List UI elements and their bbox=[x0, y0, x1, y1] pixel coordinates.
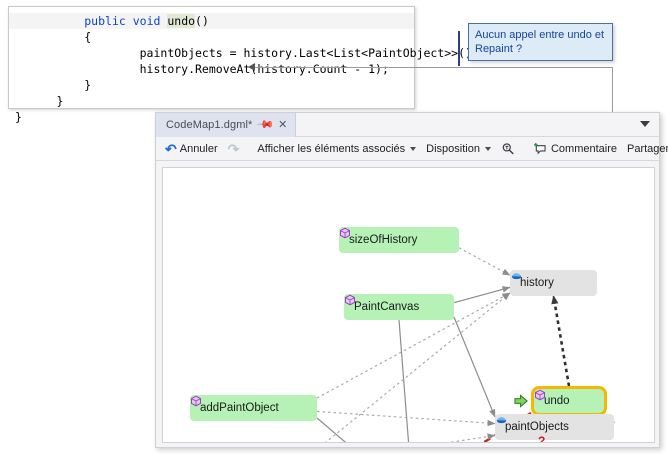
layout-button[interactable]: Disposition bbox=[421, 141, 496, 157]
graph-edge-sizeOfHistory-to-history[interactable] bbox=[458, 247, 511, 276]
show-related-elements-label: Afficher les éléments associés bbox=[257, 142, 406, 155]
callout-leader-arrow-icon bbox=[248, 63, 255, 71]
share-label: Partager bbox=[627, 142, 668, 155]
filter-button[interactable] bbox=[496, 140, 520, 158]
code-line: { bbox=[15, 30, 92, 44]
graph-node-label: paintObjects bbox=[505, 421, 569, 433]
comment-button[interactable]: Commentaire bbox=[528, 140, 622, 158]
graph-node-label: history bbox=[520, 277, 554, 289]
graph-node-undo[interactable]: undo bbox=[531, 386, 607, 416]
graph-edge-undo-to-history[interactable] bbox=[551, 295, 571, 387]
code-line: history.RemoveAt(history.Count - 1); bbox=[15, 62, 389, 76]
comment-add-icon bbox=[533, 142, 546, 154]
redo-button[interactable]: ↷ bbox=[223, 140, 245, 158]
graph-node-history[interactable]: history bbox=[510, 270, 597, 296]
graph-edge-addPaintObject-to-paintObjects[interactable] bbox=[316, 410, 496, 427]
graph-node-addPaintObject[interactable]: addPaintObject bbox=[190, 395, 317, 421]
annotation-callout: Aucun appel entre undo et Repaint ? bbox=[468, 23, 613, 61]
layout-label: Disposition bbox=[426, 142, 480, 155]
graph-edge-clear-to-paintObjects[interactable] bbox=[299, 433, 496, 443]
graph-edge-clear-to-history[interactable] bbox=[299, 292, 511, 443]
chevron-down-icon[interactable] bbox=[640, 121, 650, 127]
graph-node-label: sizeOfHistory bbox=[349, 234, 418, 246]
code-line: public void undo() bbox=[9, 13, 414, 29]
graph-edge-addPaintObject-to-Repaint[interactable] bbox=[316, 417, 371, 443]
callout-leader-horizontal bbox=[253, 67, 613, 68]
show-related-elements-button[interactable]: Afficher les éléments associés bbox=[252, 141, 421, 157]
callout-stub bbox=[458, 31, 460, 66]
tab-title: CodeMap1.dgml* bbox=[166, 119, 253, 131]
graph-node-sizeOfHistory[interactable]: sizeOfHistory bbox=[339, 227, 459, 253]
graph-edge-PaintCanvas-to-Repaint[interactable] bbox=[398, 319, 410, 443]
graph-edge-addPaintObject-to-history[interactable] bbox=[316, 292, 511, 399]
undo-label: Annuler bbox=[179, 142, 218, 155]
redo-arrow-icon: ↷ bbox=[227, 140, 240, 157]
graph-edge-PaintCanvas-to-paintObjects[interactable] bbox=[453, 316, 496, 418]
codemap-toolbar: ↶ Annuler ↷ Afficher les éléments associ… bbox=[156, 137, 668, 161]
code-line: paintObjects = history.Last<List<PaintOb… bbox=[15, 46, 479, 60]
graph-node-paintObjects[interactable]: paintObjects bbox=[495, 414, 614, 440]
chevron-down-icon bbox=[484, 146, 491, 151]
pin-icon[interactable]: 📌 bbox=[256, 115, 275, 134]
code-line: } bbox=[15, 110, 22, 124]
code-line: } bbox=[15, 94, 64, 108]
graph-node-label: addPaintObject bbox=[200, 402, 279, 414]
undo-button[interactable]: ↶ Annuler bbox=[160, 140, 223, 158]
comment-label: Commentaire bbox=[550, 142, 617, 155]
undo-arrow-icon: ↶ bbox=[165, 140, 177, 157]
tab-codemap1-dgml[interactable]: CodeMap1.dgml* 📌 ✕ bbox=[156, 113, 297, 137]
code-editor-pane[interactable]: public void undo() { paintObjects = hist… bbox=[8, 6, 479, 124]
graph-edge-PaintCanvas-to-history[interactable] bbox=[453, 286, 511, 304]
close-icon[interactable]: ✕ bbox=[278, 118, 288, 131]
graph-edge-label-question: ? bbox=[538, 434, 546, 443]
graph-node-PaintCanvas[interactable]: PaintCanvas bbox=[344, 294, 454, 320]
graph-node-label: undo bbox=[544, 395, 570, 407]
tab-strip: CodeMap1.dgml* 📌 ✕ bbox=[156, 113, 659, 137]
code-line: } bbox=[15, 78, 92, 92]
share-button[interactable]: Partager bbox=[622, 141, 668, 157]
annotation-callout-text: Aucun appel entre undo et Repaint ? bbox=[475, 29, 605, 55]
codemap-window[interactable]: CodeMap1.dgml* 📌 ✕ ↶ Annuler ↷ Afficher … bbox=[155, 112, 668, 448]
chevron-down-icon bbox=[410, 146, 417, 151]
magnifier-icon bbox=[502, 142, 514, 154]
code-lines[interactable]: public void undo() { paintObjects = hist… bbox=[9, 7, 479, 125]
graph-node-label: PaintCanvas bbox=[354, 301, 420, 313]
